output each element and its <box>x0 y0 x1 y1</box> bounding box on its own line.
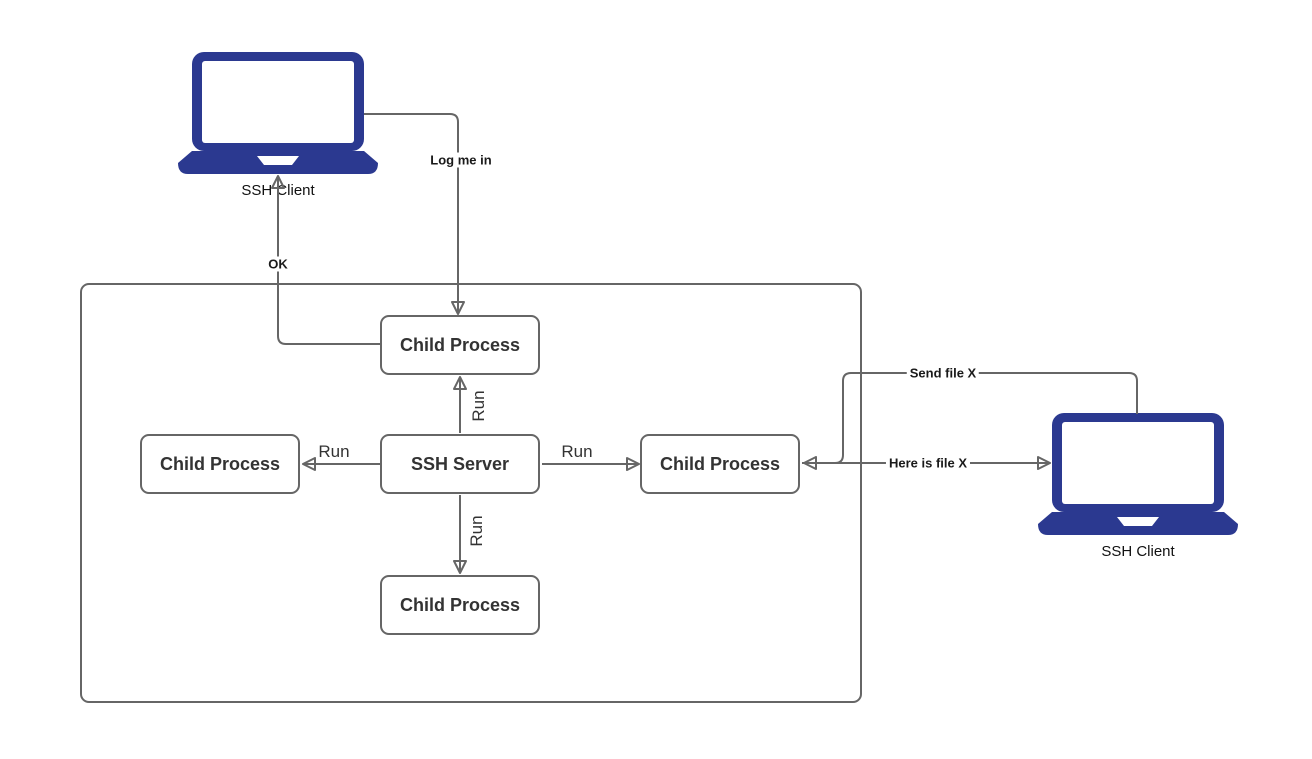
node-child-process-right: Child Process <box>640 434 800 494</box>
edge-label-run-down: Run <box>467 513 487 549</box>
node-ssh-server: SSH Server <box>380 434 540 494</box>
edge-label-here-is-file-x: Here is file X <box>885 455 971 471</box>
node-ssh-client-top: SSH Client <box>178 52 378 199</box>
laptop-icon <box>1038 413 1238 535</box>
edge-label-ok: OK <box>265 256 291 272</box>
client-label: SSH Client <box>241 182 315 199</box>
node-ssh-client-right: SSH Client <box>1038 413 1238 560</box>
client-label: SSH Client <box>1101 543 1175 560</box>
laptop-icon <box>178 52 378 174</box>
laptop-screen <box>202 61 354 143</box>
edge-label-run-up: Run <box>469 388 489 424</box>
node-child-process-bottom: Child Process <box>380 575 540 635</box>
edge-label-run-left: Run <box>316 442 352 462</box>
laptop-notch <box>257 156 299 165</box>
node-child-process-top: Child Process <box>380 315 540 375</box>
edge-label-log-me-in: Log me in <box>427 152 495 168</box>
edge-label-run-right: Run <box>559 442 595 462</box>
laptop-screen <box>1062 422 1214 504</box>
laptop-notch <box>1117 517 1159 526</box>
edge-label-send-file-x: Send file X <box>906 365 980 381</box>
server-boundary-box <box>80 283 862 703</box>
node-child-process-left: Child Process <box>140 434 300 494</box>
